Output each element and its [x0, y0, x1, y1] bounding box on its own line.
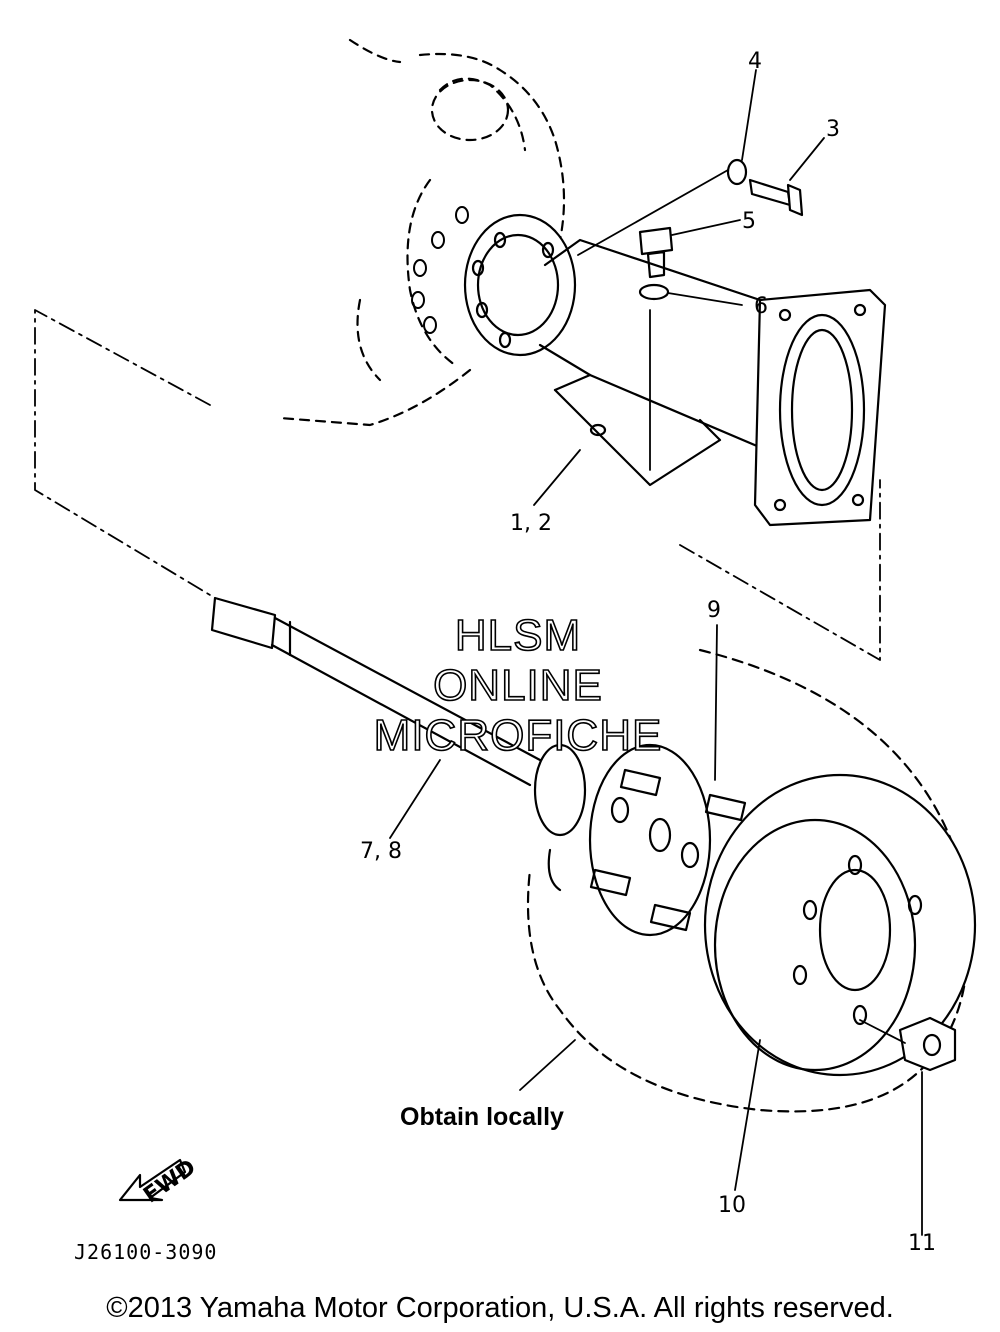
copyright-notice: ©2013 Yamaha Motor Corporation, U.S.A. A…	[106, 1292, 894, 1324]
callout-7-8: 7, 8	[360, 839, 402, 864]
hub-flange	[547, 743, 747, 937]
frame-outline	[278, 38, 566, 427]
washer-4	[726, 158, 748, 186]
callout-9: 9	[707, 598, 721, 623]
callout-4: 4	[748, 49, 762, 74]
callout-6: 6	[754, 294, 768, 319]
callout-1-2: 1, 2	[510, 511, 552, 536]
axle-housing	[463, 213, 887, 527]
leader-lines	[389, 69, 923, 1236]
watermark-line-2: ONLINE	[433, 661, 603, 710]
fwd-arrow-icon	[118, 1158, 187, 1202]
obtain-locally-note: Obtain locally	[400, 1103, 564, 1131]
fwd-label: FWD	[139, 1155, 200, 1208]
diagram-code: J26100-3090	[74, 1240, 218, 1264]
callout-5: 5	[742, 209, 756, 234]
callout-3: 3	[826, 117, 840, 142]
bolt-3	[748, 178, 804, 217]
callout-11: 11	[908, 1231, 936, 1256]
nut-11	[898, 1016, 957, 1072]
assembly-guides	[34, 309, 881, 661]
callout-10: 10	[718, 1193, 746, 1218]
washer-6	[638, 283, 670, 301]
watermark-line-3: MICROFICHE	[374, 711, 663, 760]
tire-outline	[526, 648, 969, 1113]
wheel-drum	[703, 773, 977, 1077]
axle-shaft	[210, 596, 587, 837]
watermark-line-1: HLSM	[455, 611, 581, 660]
bolt-5	[638, 226, 674, 279]
frame-holes	[411, 206, 469, 334]
